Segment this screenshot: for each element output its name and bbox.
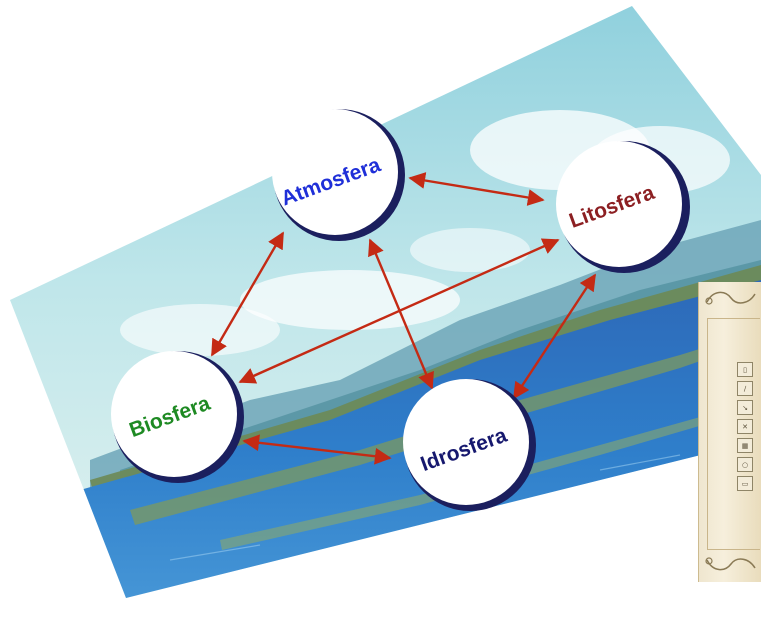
search-icon[interactable]: ○	[737, 457, 753, 472]
bottom-ornament-icon	[705, 557, 756, 571]
next-icon[interactable]: ↘	[737, 400, 753, 415]
node-litosfera: Litosfera	[556, 141, 690, 273]
arrow-litosfera-biosfera	[238, 238, 560, 384]
link-icon[interactable]: ∕	[737, 381, 753, 396]
node-idrosfera: Idrosfera	[403, 379, 536, 511]
close-icon[interactable]: ✕	[737, 419, 753, 434]
side-toolbar-panel: ▯ ∕ ↘ ✕ ▦ ○ ▭	[698, 282, 761, 582]
top-ornament-icon	[705, 291, 756, 305]
arrow-biosfera-idrosfera	[242, 434, 392, 465]
node-atmosfera: Atmosfera	[272, 109, 405, 241]
panel-frame	[707, 318, 760, 550]
connection-arrows	[210, 172, 597, 465]
print-icon[interactable]: ▭	[737, 476, 753, 491]
arrow-atmosfera-litosfera	[408, 172, 545, 206]
grid-icon[interactable]: ▦	[737, 438, 753, 453]
arrow-litosfera-idrosfera	[512, 273, 597, 400]
page-icon[interactable]: ▯	[737, 362, 753, 377]
panel-button-column: ▯ ∕ ↘ ✕ ▦ ○ ▭	[737, 362, 755, 495]
node-biosfera: Biosfera	[111, 351, 244, 483]
